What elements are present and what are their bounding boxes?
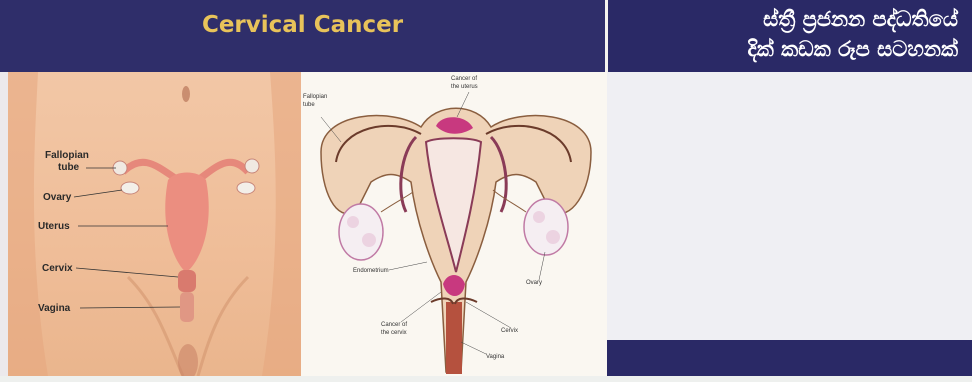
photo-label-fallopian-2: tube: [58, 162, 80, 173]
diagram-label-fallopian-2: tube: [303, 102, 315, 108]
photo-fimbria-right: [245, 159, 259, 173]
photo-label-vagina: Vagina: [38, 303, 71, 314]
photo-label-ovary: Ovary: [43, 192, 72, 203]
sinhala-caption: ස්ත්‍රී ප්‍රජනන පද්ධතියේ දික් කඩක රූප සට…: [747, 4, 958, 64]
footer-band: [607, 340, 972, 376]
diagram-label-ovary: Ovary: [526, 280, 542, 286]
anatomy-photo-panel: Fallopian tube Ovary Uterus Cervix Vagin…: [8, 72, 301, 376]
photo-fallopian-tube-left: [123, 162, 178, 180]
diagram-label-fallopian-1: Fallopian: [303, 94, 327, 100]
page-title: Cervical Cancer: [0, 12, 605, 38]
photo-fallopian-tube-right: [198, 162, 248, 180]
photo-label-cervix: Cervix: [42, 263, 73, 274]
diagram-vagina: [446, 302, 462, 374]
diagram-label-cancer-uterus-1: Cancer of: [451, 76, 477, 82]
page-bottom-strip: [0, 376, 972, 382]
photo-ovary-right: [237, 182, 255, 194]
photo-cervix: [178, 270, 196, 292]
diagram-label-endometrium: Endometrium: [353, 268, 389, 274]
header-band: Cervical Cancer: [0, 0, 608, 72]
diagram-label-cervix: Cervix: [501, 328, 518, 334]
photo-uterus: [165, 173, 208, 273]
diagram-ovary-right: [524, 199, 568, 255]
diagram-label-cancer-cervix-1: Cancer of: [381, 322, 407, 328]
photo-vagina: [180, 292, 194, 322]
diagram-label-cancer-cervix-2: the cervix: [381, 330, 407, 336]
navel-mark: [182, 86, 190, 102]
photo-label-uterus: Uterus: [38, 221, 70, 232]
cross-section-diagram-panel: Fallopian tube Cancer of the uterus Endo…: [301, 72, 607, 376]
photo-ovary-left: [121, 182, 139, 194]
diagram-ovary-left: [339, 204, 383, 260]
sinhala-caption-line-1: ස්ත්‍රී ප්‍රජනන පද්ධතියේ: [747, 4, 958, 34]
diagram-label-vagina: Vagina: [486, 354, 505, 360]
blank-text-area: [607, 72, 972, 340]
uterus-cross-section-diagram: Fallopian tube Cancer of the uterus Endo…: [301, 72, 607, 376]
diagram-label-cancer-uterus-2: the uterus: [451, 84, 478, 90]
sinhala-caption-band: ස්ත්‍රී ප්‍රජනන පද්ධතියේ දික් කඩක රූප සට…: [608, 0, 972, 72]
anatomy-photo-illustration: Fallopian tube Ovary Uterus Cervix Vagin…: [8, 72, 301, 376]
photo-label-fallopian-1: Fallopian: [45, 150, 89, 161]
sinhala-caption-line-2: දික් කඩක රූප සටහනක්: [747, 34, 958, 64]
